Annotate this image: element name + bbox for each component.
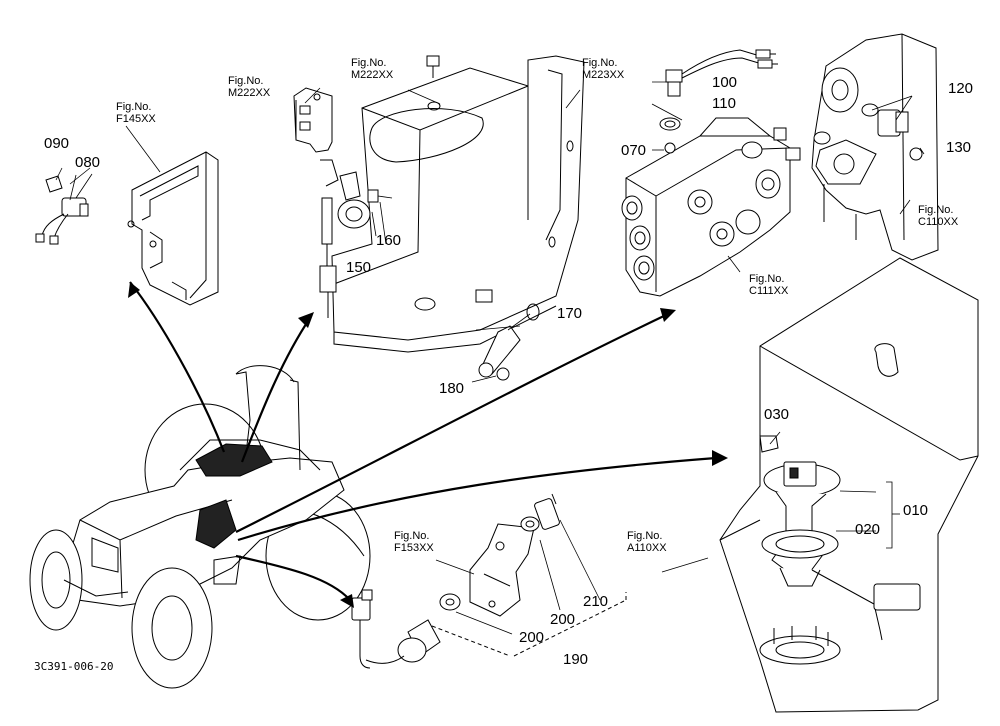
part-label-210: 210	[583, 593, 609, 610]
fender-m223-drawing	[331, 55, 585, 353]
leader-lines	[69, 81, 925, 575]
switch-080-drawing	[35, 167, 89, 245]
part-label-010: 010	[903, 502, 929, 519]
figure-ref-f145: Fig.No.F145XX	[116, 101, 156, 125]
part-label-100: 100	[712, 74, 738, 91]
part-label-180: 180	[439, 380, 465, 397]
housing-c110-drawing	[811, 33, 939, 261]
part-label-080: 080	[75, 154, 101, 171]
figure-ref-a110: Fig.No.A110XX	[627, 530, 667, 554]
sensor-210-drawing	[520, 493, 560, 532]
rod-170-drawing	[475, 325, 521, 381]
figure-ref-c111: Fig.No.C111XX	[749, 273, 789, 297]
part-label-200-upper: 200	[550, 611, 576, 628]
callout-arrows	[128, 281, 728, 608]
pump-assembly-010-drawing	[759, 435, 921, 665]
sensor-150-drawing	[319, 171, 393, 318]
part-label-130: 130	[946, 139, 972, 156]
tank-a110-drawing	[719, 257, 979, 713]
valve-c111-drawing	[621, 117, 801, 297]
part-label-150: 150	[346, 259, 372, 276]
figure-ref-m222-top: Fig.No.M222XX	[351, 57, 394, 81]
part-label-160: 160	[376, 232, 402, 249]
figure-ref-m222-left: Fig.No.M222XX	[228, 75, 271, 99]
part-label-200-lower: 200	[519, 629, 545, 646]
sensor-190-drawing	[351, 589, 461, 669]
bracket-f153-drawing	[469, 523, 535, 617]
part-label-170: 170	[557, 305, 583, 322]
bracket-m222-drawing	[293, 87, 339, 187]
part-label-070: 070	[621, 142, 647, 159]
bracket-f145-drawing	[127, 151, 219, 306]
part-label-090: 090	[44, 135, 70, 152]
part-label-110: 110	[712, 95, 736, 112]
figure-ref-c110: Fig.No.C110XX	[918, 204, 959, 228]
part-label-120: 120	[948, 80, 974, 97]
part-label-030: 030	[764, 406, 790, 423]
bolt-top-drawing	[426, 55, 440, 78]
drawing-code: 3C391-006-20	[34, 660, 114, 673]
part-label-020: 020	[855, 521, 881, 538]
dashed-group-lines	[431, 519, 627, 657]
figure-ref-m223: Fig.No.M223XX	[582, 57, 625, 81]
figure-ref-f153: Fig.No.F153XX	[394, 530, 434, 554]
tractor-drawing	[29, 365, 371, 689]
part-label-190: 190	[563, 651, 589, 668]
